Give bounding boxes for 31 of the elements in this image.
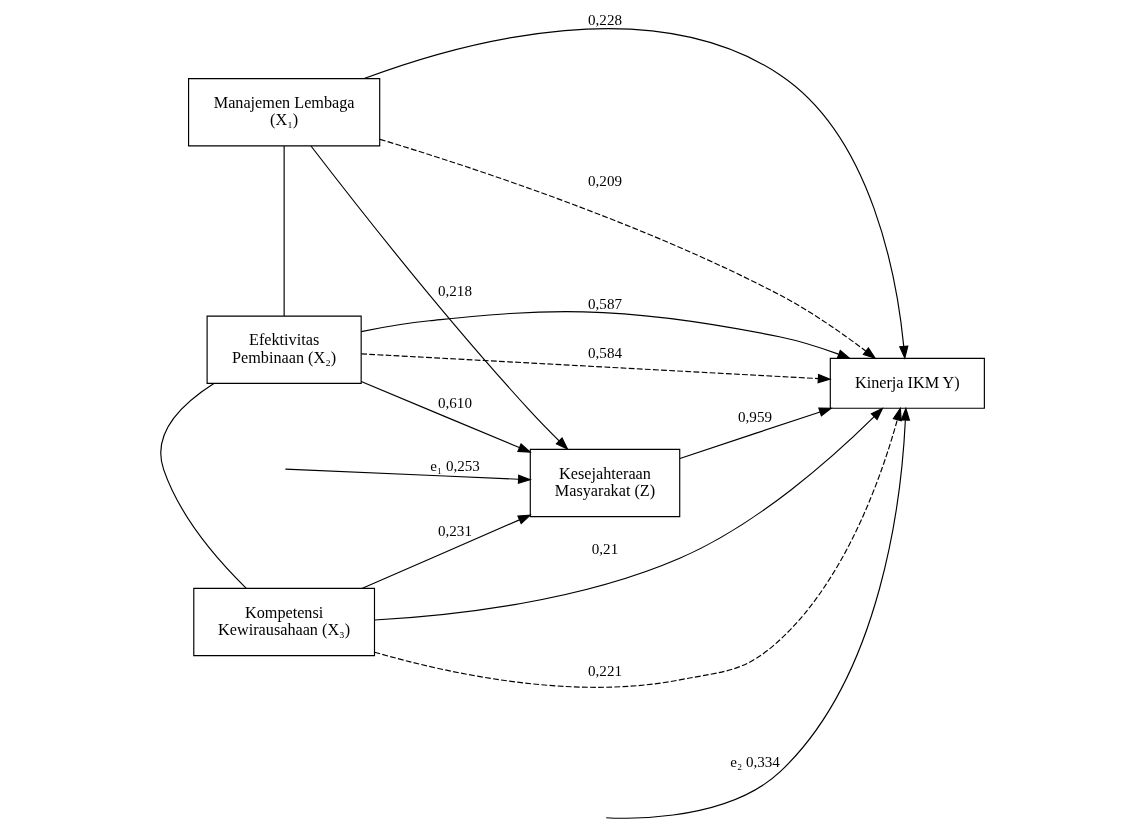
edge-label: 0,228 — [587, 11, 622, 28]
edge-label: 0,21 — [591, 541, 618, 558]
edge-label: e₁ 0,253 — [429, 457, 480, 474]
edge-label: 0,959 — [737, 409, 772, 426]
node-box: Efektivitas Pembinaan (X₂) — [206, 315, 362, 384]
edge-label: 0,221 — [587, 662, 622, 679]
edge-label: 0,231 — [437, 522, 472, 539]
arrow — [361, 514, 532, 589]
arrow — [360, 380, 532, 453]
arrow — [360, 353, 832, 384]
node-box: Kesejahteraan Masyarakat (Z) — [529, 448, 680, 518]
arrow — [373, 407, 884, 621]
edge-label: 0,584 — [587, 345, 622, 362]
arrow — [605, 406, 910, 819]
arrow — [379, 138, 876, 360]
arrow — [363, 28, 909, 360]
arrow — [678, 407, 833, 460]
edge-label: 0,218 — [437, 282, 472, 299]
edge-label: e₂ 0,334 — [729, 754, 780, 771]
arrow — [373, 406, 910, 688]
edge-label: 0,610 — [437, 395, 472, 412]
edge-label: 0,587 — [587, 295, 622, 312]
node-box: Kinerja IKM Y) — [829, 357, 985, 409]
arrow — [309, 145, 569, 451]
node-box: Manajemen Lembaga (X₁) — [187, 78, 380, 147]
arrow — [284, 468, 532, 485]
connector — [159, 382, 247, 589]
arrow — [360, 311, 851, 360]
connector — [283, 145, 285, 317]
edge-label: 0,209 — [587, 172, 622, 189]
node-box: Kompetensi Kewirausahaan (X₃) — [192, 587, 375, 657]
